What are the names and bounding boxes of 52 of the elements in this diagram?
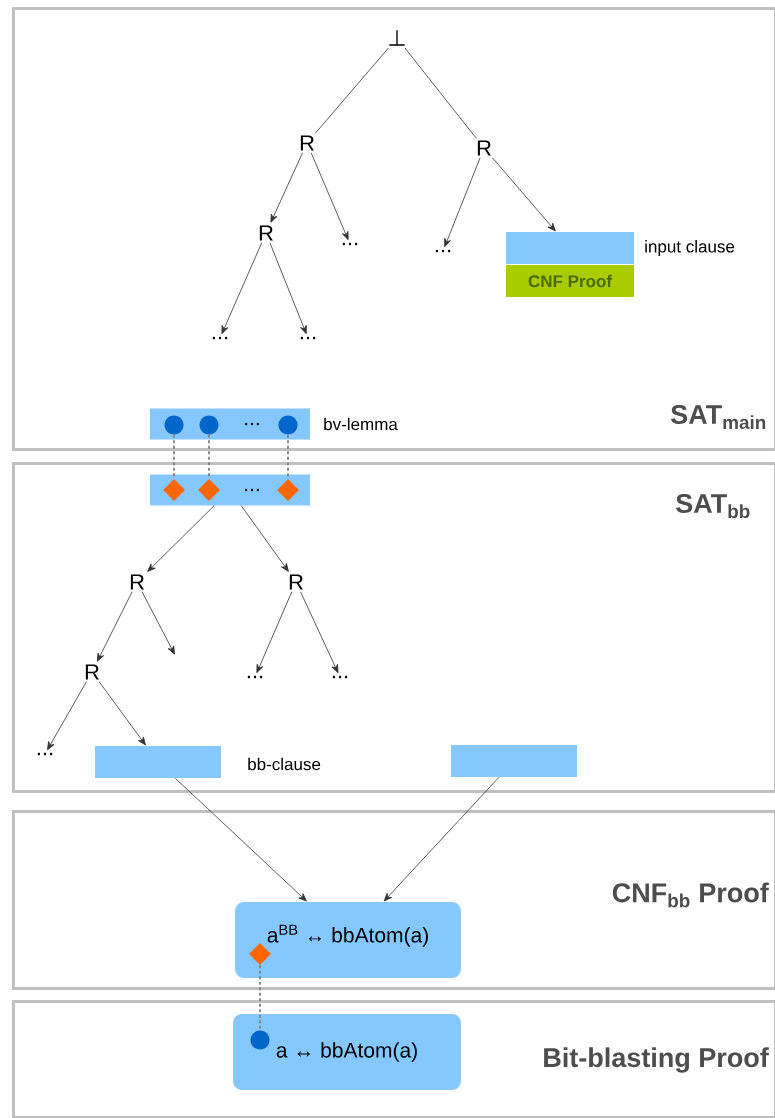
tree-node-label: ⊥	[389, 30, 405, 46]
dot	[278, 415, 298, 435]
tree-node-label: ...	[212, 336, 228, 340]
diamond-marker	[198, 479, 220, 501]
arrow	[270, 152, 303, 223]
dot	[164, 415, 184, 435]
tree-node-label: ...	[332, 675, 348, 679]
arrow	[240, 505, 289, 572]
dot	[199, 415, 219, 435]
panel-title: SAT$_{main}$	[671, 404, 766, 430]
tree-node-label: R	[85, 664, 99, 680]
tree-node-label: ...	[247, 675, 263, 679]
arrow	[47, 681, 87, 751]
arrow	[221, 242, 263, 335]
dot	[250, 1030, 270, 1050]
arrow	[141, 591, 175, 655]
panel-title: SAT$_{bb}$	[676, 493, 750, 519]
tree-node-label: R	[289, 574, 303, 590]
arrow	[300, 591, 339, 674]
line	[314, 47, 389, 134]
panel-title: Bit-blasting Proof	[544, 1047, 769, 1073]
arrow	[310, 152, 349, 241]
arrow	[147, 505, 215, 572]
arrow	[256, 591, 293, 674]
tree-node-label: R	[130, 574, 144, 590]
arrow	[492, 157, 556, 232]
line	[404, 47, 477, 139]
tree-node-label: R	[259, 225, 273, 241]
dashed-line	[259, 964, 261, 1032]
box-label: input clause	[645, 240, 735, 256]
box-label: bb-clause	[248, 757, 321, 771]
box-label: bv-lemma	[324, 417, 398, 431]
clause-bar	[451, 745, 577, 777]
arrow	[444, 157, 481, 248]
panel-title: CNF$_{bb}$ Proof	[612, 882, 769, 908]
tree-node-label: R	[477, 140, 491, 156]
tree-node-label: R	[300, 135, 314, 151]
proof-box: a ↔ bbAtom(a)	[233, 1014, 461, 1090]
arrow	[383, 776, 500, 902]
tree-node-label: ...	[300, 336, 316, 340]
diamond-marker	[249, 943, 271, 965]
diamond-marker	[163, 479, 185, 501]
proof-box: a$^{BB}$ ↔ bbAtom(a)	[235, 902, 461, 978]
arrow	[269, 242, 307, 335]
diamond-marker	[277, 479, 299, 501]
arrow	[96, 591, 133, 662]
proof-label-box: CNF Proof	[506, 265, 634, 297]
arrow	[98, 681, 146, 746]
tree-node-label: ...	[37, 752, 53, 756]
arrow	[174, 777, 307, 902]
tree-node-label: ...	[435, 249, 451, 253]
tree-node-label: ...	[342, 242, 358, 246]
